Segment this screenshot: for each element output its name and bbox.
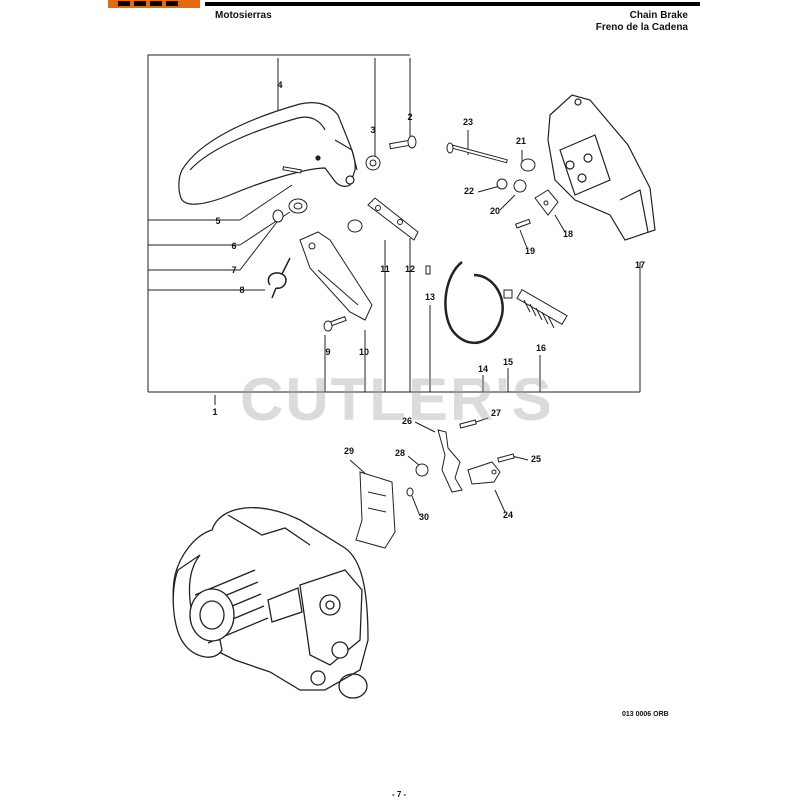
screw-part-9 [323, 316, 347, 332]
callout-13: 13 [425, 292, 435, 302]
callout-30: 30 [419, 512, 429, 522]
callout-1: 1 [212, 407, 217, 417]
nut-part-21 [520, 158, 536, 172]
brake-link-part [437, 429, 463, 493]
washer-part-28 [415, 463, 429, 477]
callout-20: 20 [490, 206, 500, 216]
callout-9: 9 [325, 347, 330, 357]
brake-band-part [444, 261, 504, 345]
callout-5: 5 [215, 216, 220, 226]
cam-part [534, 189, 559, 216]
spring-part-16 [516, 288, 568, 329]
watermark: CUTLER'S [240, 366, 554, 433]
lever-part-24 [467, 461, 501, 485]
hand-guard-part [178, 102, 358, 205]
brand-logo [108, 0, 200, 8]
callout-17: 17 [635, 260, 645, 270]
callout-26: 26 [402, 416, 412, 426]
callout-14: 14 [478, 364, 488, 374]
section-title: Motosierras [215, 10, 272, 21]
callout-4: 4 [277, 80, 282, 90]
callout-18: 18 [563, 229, 573, 239]
callout-25: 25 [531, 454, 541, 464]
pin-part-13 [425, 265, 431, 275]
screw-part-25 [497, 453, 515, 463]
screw-part-27 [459, 419, 477, 429]
figure-code: 013 0006 ORB [622, 711, 669, 718]
washer-part [272, 209, 284, 223]
nut-part [503, 289, 513, 299]
spring-part-8 [267, 257, 291, 299]
callout-21: 21 [516, 136, 526, 146]
title-english: Chain Brake [629, 10, 688, 21]
callout-23: 23 [463, 117, 473, 127]
assembly-bracket [147, 54, 641, 393]
brake-housing-part [547, 94, 656, 241]
collar-part-11 [347, 219, 363, 233]
callout-28: 28 [395, 448, 405, 458]
header-bar [0, 0, 800, 8]
nut-part-20 [513, 179, 527, 193]
callout-16: 16 [536, 343, 546, 353]
callout-3: 3 [370, 125, 375, 135]
callout-7: 7 [231, 265, 236, 275]
screw-part-19 [515, 218, 531, 229]
callout-22: 22 [464, 186, 474, 196]
chainsaw-powerhead [172, 507, 369, 699]
callout-29: 29 [344, 446, 354, 456]
callout-6: 6 [231, 241, 236, 251]
header-rule [205, 2, 700, 6]
link-plate-part [367, 197, 419, 241]
screw-part-30 [406, 487, 414, 497]
adjuster-part [496, 178, 508, 190]
page-number: - 7 - [392, 790, 407, 799]
callout-8: 8 [239, 285, 244, 295]
title-spanish: Freno de la Cadena [595, 22, 688, 33]
bushing-part [365, 155, 381, 171]
callout-2: 2 [407, 112, 412, 122]
callout-19: 19 [525, 246, 535, 256]
callout-11: 11 [380, 264, 390, 274]
callout-27: 27 [491, 408, 501, 418]
brake-lever-part [299, 231, 373, 321]
callout-24: 24 [503, 510, 513, 520]
bar-stud-part [446, 142, 508, 164]
pin-part [282, 166, 302, 174]
collar-part [288, 198, 308, 214]
callout-10: 10 [359, 347, 369, 357]
callout-12: 12 [405, 264, 415, 274]
page-title: Chain Brake Freno de la Cadena [596, 10, 688, 34]
callout-15: 15 [503, 357, 513, 367]
screw-part-2 [389, 135, 417, 150]
chain-guide-plate-part [355, 471, 396, 549]
